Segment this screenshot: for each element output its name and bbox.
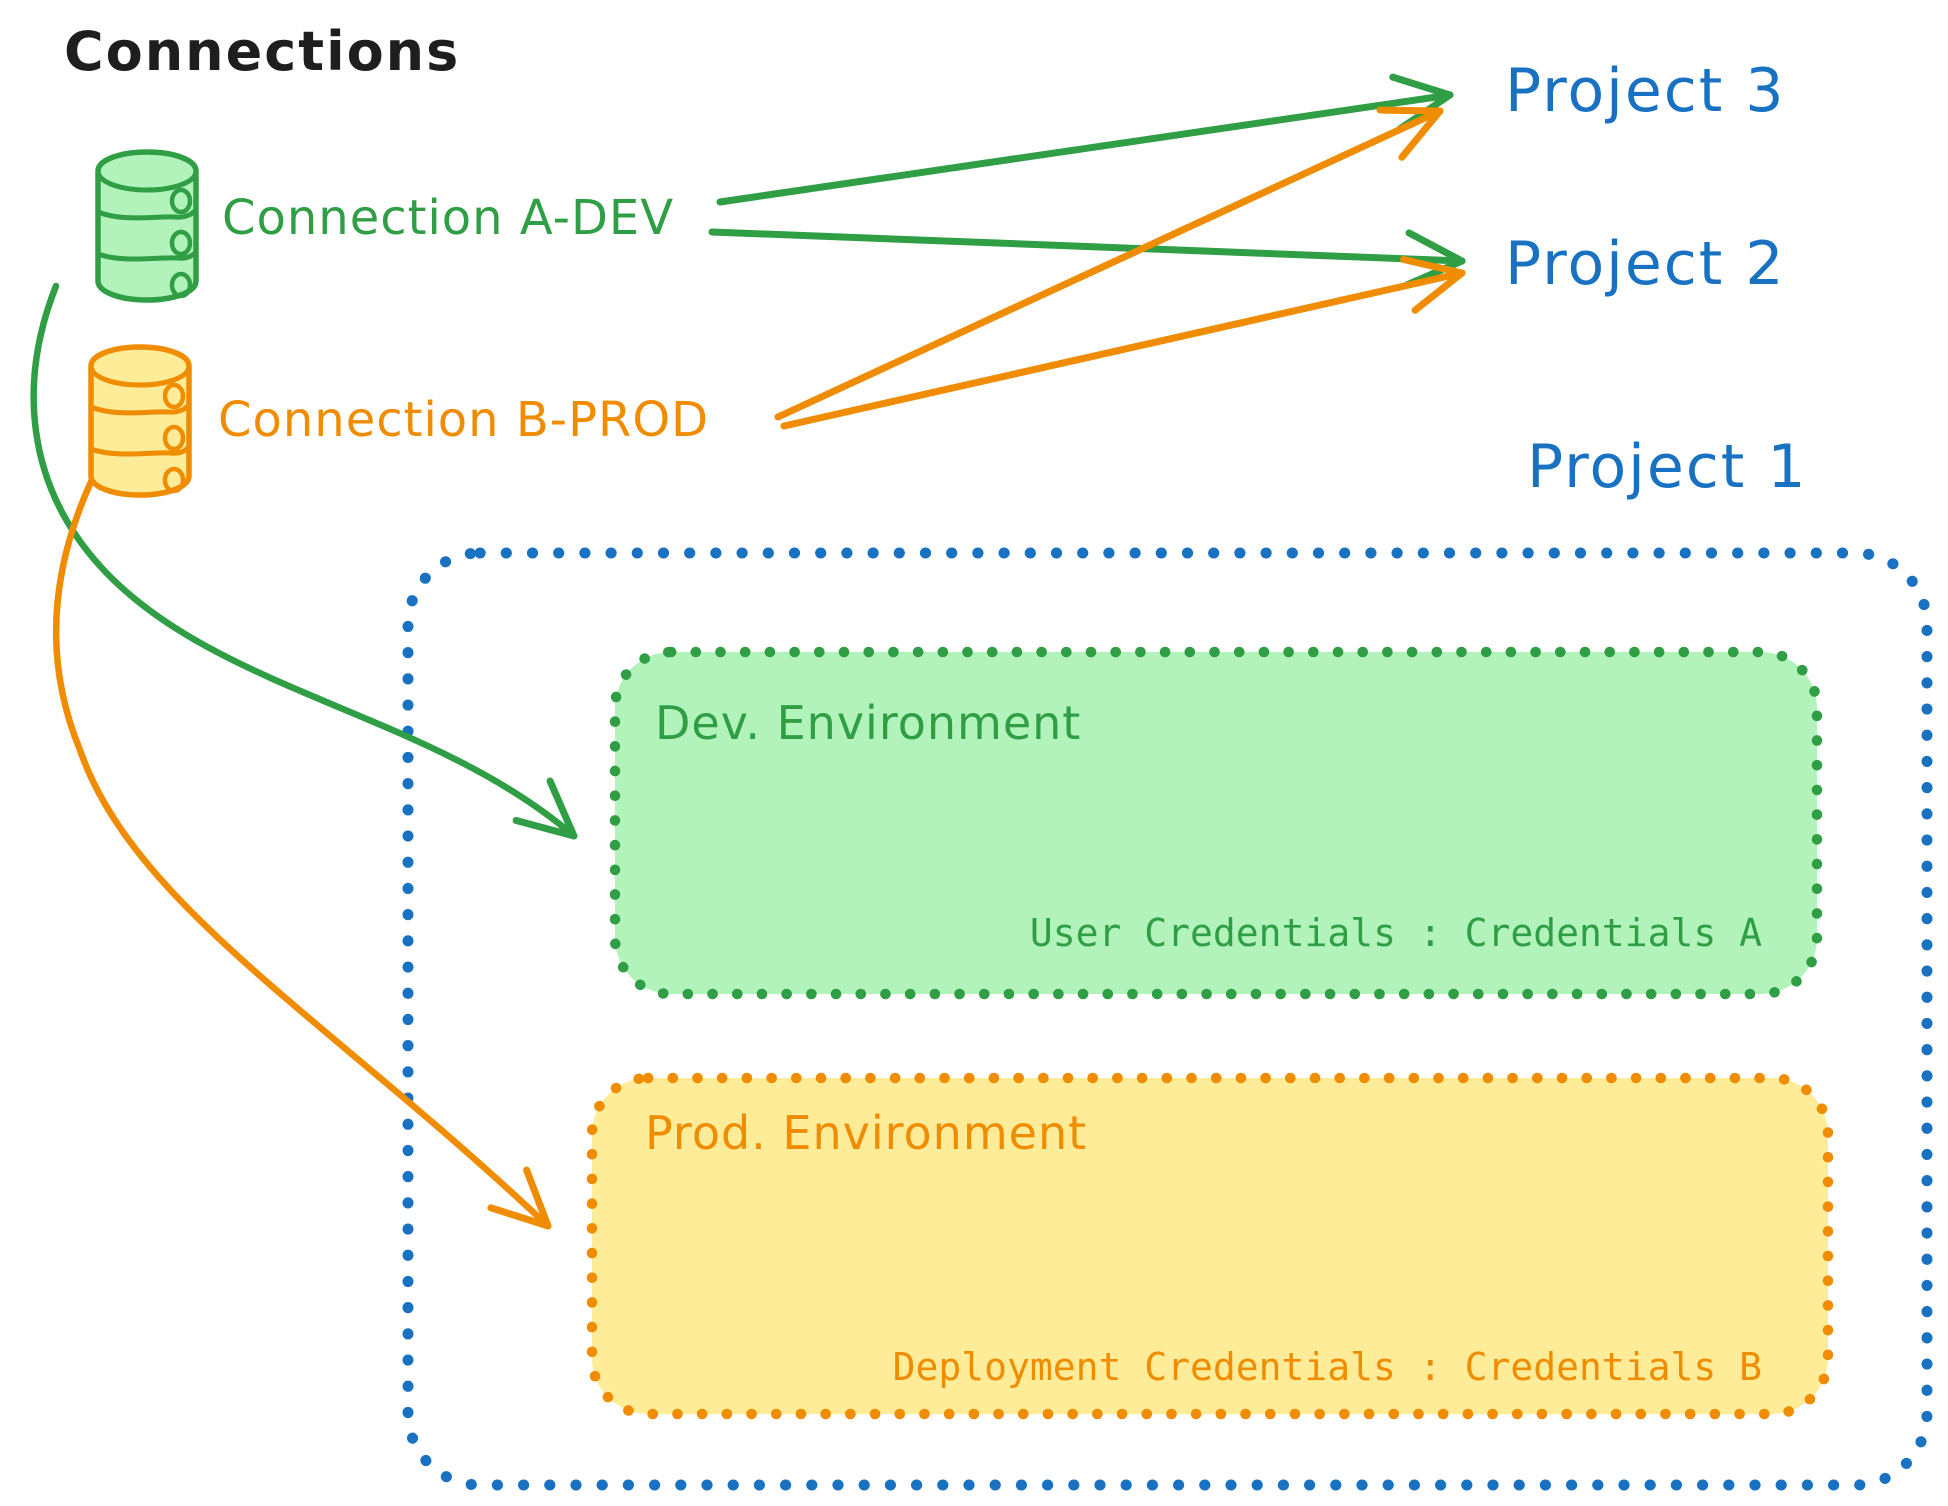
prod-credentials-text: Deployment Credentials : Credentials B: [892, 1345, 1762, 1389]
database-icon-dev: [98, 152, 196, 300]
arrow-bprod-to-project2: [780, 256, 1466, 430]
prod-environment-title: Prod. Environment: [645, 1106, 1088, 1160]
arrow-bprod-to-prod-environment: [52, 459, 552, 1230]
database-icon-prod: [91, 347, 189, 495]
connection-b-prod-label: Connection B-PROD: [218, 392, 710, 448]
connection-a-dev-label: Connection A-DEV: [222, 190, 675, 246]
project2-label: Project 2: [1505, 229, 1786, 299]
arrow-adev-to-project3: [716, 73, 1454, 206]
diagram-title: Connections: [64, 20, 461, 83]
dev-environment-box: [609, 646, 1823, 1000]
arrow-adev-to-project2: [708, 228, 1466, 289]
prod-environment-box: [586, 1072, 1834, 1420]
dev-credentials-text: User Credentials : Credentials A: [1029, 911, 1762, 955]
arrow-bprod-to-project3: [774, 106, 1444, 421]
project3-label: Project 3: [1505, 56, 1786, 126]
project1-label: Project 1: [1527, 432, 1808, 502]
project1-container-box: [402, 547, 1933, 1491]
dev-environment-title: Dev. Environment: [655, 696, 1082, 750]
arrow-adev-to-dev-environment: [30, 282, 578, 840]
